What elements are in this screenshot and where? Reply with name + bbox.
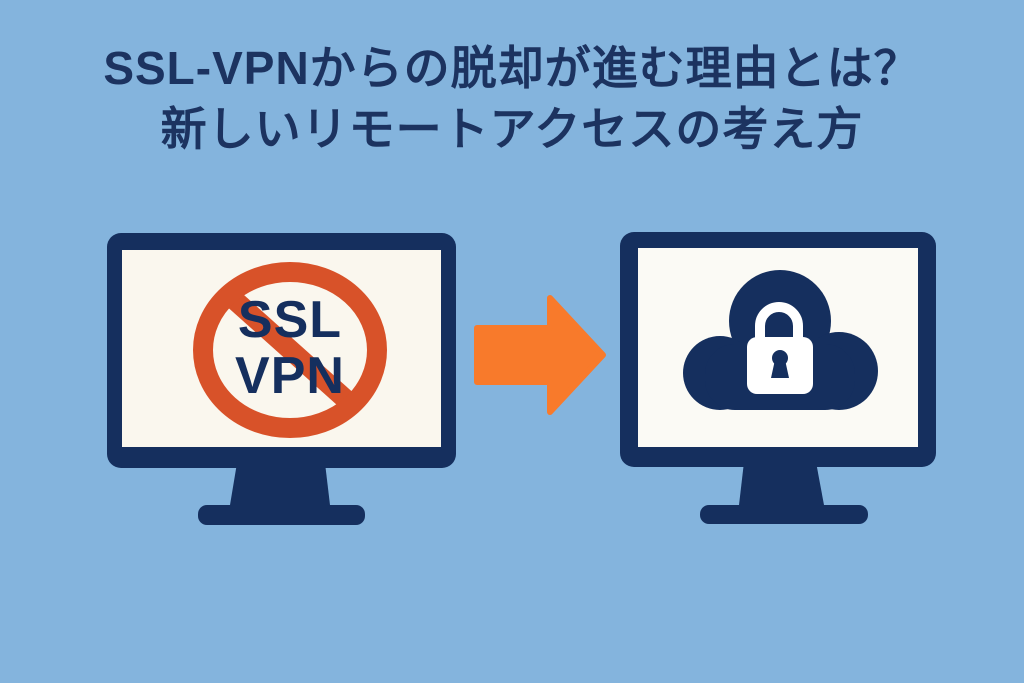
padlock-icon (747, 302, 813, 394)
ssl-label: SSL (238, 291, 342, 349)
monitor-stand-neck (739, 462, 824, 505)
right-monitor-illustration (620, 232, 936, 524)
arrow-right-icon (474, 295, 606, 415)
padlock-shackle (755, 302, 803, 339)
left-monitor-illustration: SSL VPN (107, 233, 456, 528)
transition-arrow (474, 294, 607, 416)
title-line-2: 新しいリモートアクセスの考え方 (160, 103, 864, 155)
title-line-1: SSL-VPNからの脱却が進む理由とは？ (103, 42, 921, 94)
left-monitor-svg: SSL VPN (107, 233, 456, 525)
vpn-label: VPN (235, 347, 345, 405)
right-monitor-svg (620, 232, 936, 524)
monitor-stand-base (700, 505, 868, 524)
keyhole-stem (771, 362, 789, 378)
monitor-stand-neck (230, 463, 330, 505)
arrow-right-shape (474, 295, 606, 415)
monitor-stand-base (198, 505, 365, 525)
page-title: SSL-VPNからの脱却が進む理由とは？ 新しいリモートアクセスの考え方 (0, 38, 1024, 160)
prohibition-slash-icon (222, 287, 359, 413)
prohibition-circle-icon (193, 262, 387, 438)
